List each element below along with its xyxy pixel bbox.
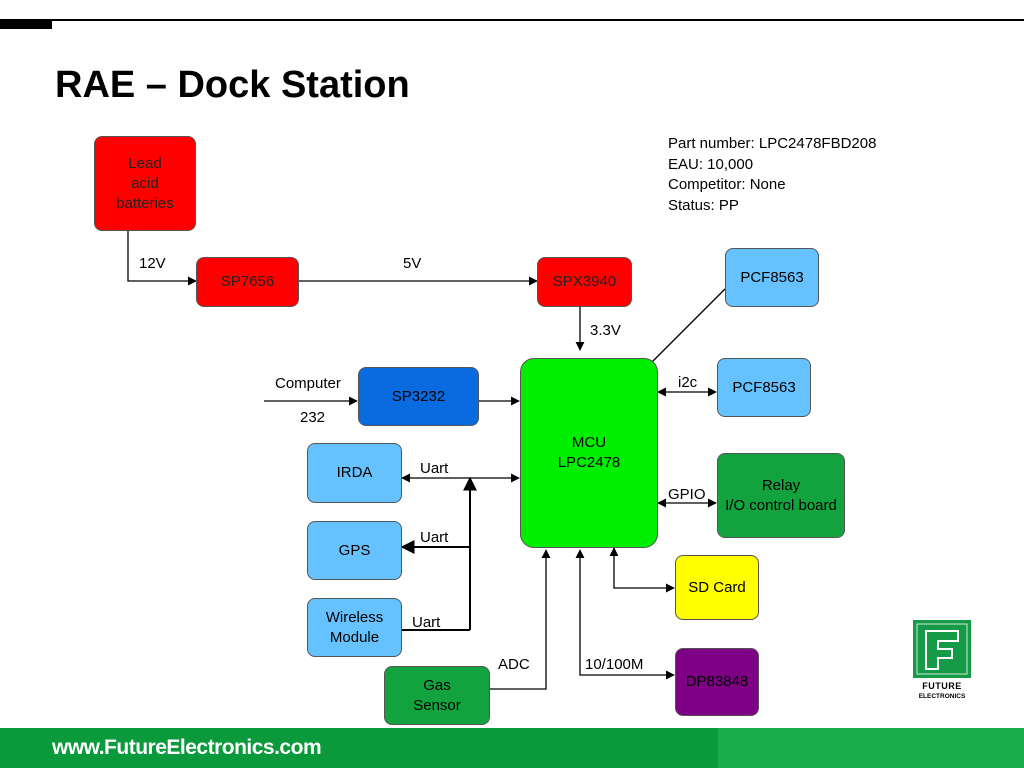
sp7656-block: SP7656 (196, 257, 299, 307)
pcf8563-mid-block: PCF8563 (717, 358, 811, 417)
lead-acid-batteries-block: Lead acid batteries (94, 136, 196, 231)
pcf8563-top-label: PCF8563 (740, 268, 804, 286)
relay-block: Relay I/O control board (717, 453, 845, 538)
sp3232-label: SP3232 (391, 387, 446, 405)
gps-block: GPS (307, 521, 402, 580)
wire-sd (609, 547, 675, 593)
sd-card-block: SD Card (675, 555, 759, 620)
footer-accent (718, 728, 1024, 768)
mcu-label: MCU LPC2478 (557, 434, 621, 471)
relay-label: Relay I/O control board (725, 476, 837, 514)
logo-wordmark-top: FUTURE (922, 681, 962, 691)
gps-label: GPS (338, 541, 371, 559)
label-uart-gps: Uart (420, 529, 449, 546)
sd-card-label: SD Card (688, 578, 746, 596)
gas-sensor-label: Gas Sensor (413, 676, 461, 714)
logo-wordmark-bottom: ELECTRONICS (918, 693, 966, 700)
part-info: Part number: LPC2478FBD208 EAU: 10,000 C… (668, 134, 876, 216)
sp3232-block: SP3232 (358, 367, 479, 426)
wireless-module-label: Wireless Module (325, 608, 384, 646)
label-12v: 12V (139, 255, 166, 272)
label-3v3: 3.3V (590, 322, 621, 339)
label-uart-irda: Uart (420, 460, 449, 477)
wire-12v (127, 231, 197, 286)
dp83848-block: DP83848 (675, 648, 759, 716)
slide-title: RAE – Dock Station (55, 64, 410, 106)
pcf8563-mid-label: PCF8563 (732, 378, 796, 396)
sp7656-label: SP7656 (220, 273, 275, 290)
label-adc: ADC (498, 656, 530, 673)
label-232: 232 (300, 409, 326, 426)
wire-eth (575, 549, 675, 680)
label-uart-wireless: Uart (412, 614, 441, 631)
spx3940-label: SPX3940 (552, 273, 617, 290)
irda-block: IRDA (307, 443, 402, 503)
dp83848-label: DP83848 (685, 673, 749, 690)
label-5v: 5V (403, 255, 422, 272)
gas-sensor-block: Gas Sensor (384, 666, 490, 725)
wire-adc (490, 549, 551, 690)
wire-rtc (649, 288, 726, 365)
mcu-block: MCU LPC2478 (520, 358, 658, 548)
competitor: Competitor: None (668, 176, 786, 193)
top-rule-accent (0, 19, 52, 29)
label-computer: Computer (275, 375, 341, 392)
logo-f-mark (913, 620, 971, 678)
label-i2c: i2c (678, 374, 698, 391)
eau: EAU: 10,000 (668, 155, 754, 173)
future-electronics-logo: FUTURE ELECTRONICS (910, 620, 974, 706)
label-gpio: GPIO (668, 486, 706, 503)
footer-url: www.FutureElectronics.com (52, 736, 322, 759)
status: Status: PP (668, 196, 739, 214)
pcf8563-top-block: PCF8563 (725, 248, 819, 307)
irda-label: IRDA (336, 464, 373, 481)
wireless-module-block: Wireless Module (307, 598, 402, 657)
spx3940-block: SPX3940 (537, 257, 632, 307)
lead-acid-batteries-label: Lead acid batteries (116, 154, 174, 212)
label-ethernet: 10/100M (585, 656, 644, 673)
top-rule (0, 19, 1024, 21)
part-number: Part number: LPC2478FBD208 (668, 135, 877, 152)
